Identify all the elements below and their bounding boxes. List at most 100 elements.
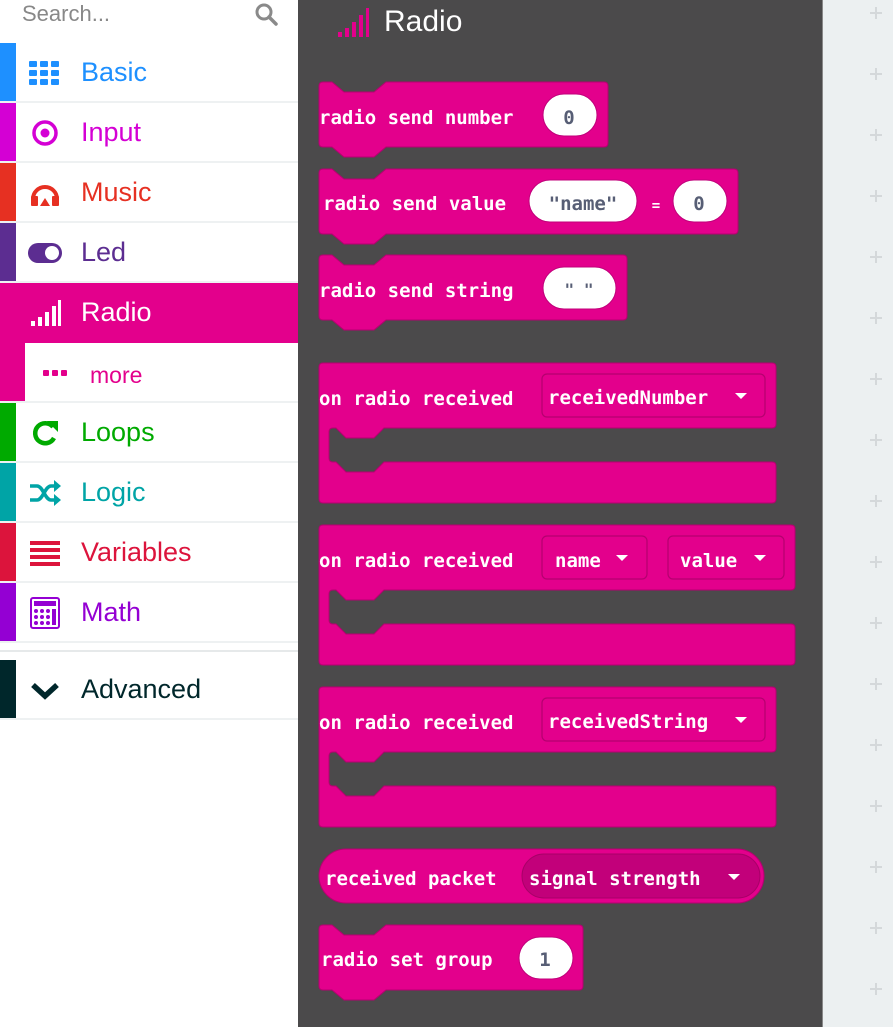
dropdown-arrow-icon: [754, 555, 766, 561]
number-field[interactable]: 0: [563, 107, 574, 129]
grid-marker: [870, 739, 882, 751]
block-label: radio send number: [319, 107, 513, 129]
category-color-bar: [0, 223, 16, 281]
search-icon[interactable]: [254, 2, 278, 26]
flyout-header: Radio: [336, 4, 462, 40]
category-color-bar: [0, 103, 16, 161]
equals-label: =: [652, 198, 660, 214]
category-label: Input: [81, 117, 142, 147]
block-label: on radio received: [319, 388, 513, 410]
string-field[interactable]: " ": [565, 280, 594, 299]
packet-property-dropdown[interactable]: signal strength: [529, 868, 701, 890]
toggle-icon: [28, 239, 62, 267]
dropdown-arrow-icon: [735, 717, 747, 723]
block-radio-set-group[interactable]: radio set group 1: [318, 924, 584, 1001]
category-advanced[interactable]: Advanced: [0, 660, 298, 720]
signal-bars-icon: [28, 299, 62, 327]
ellipsis-icon: [38, 359, 72, 387]
block-received-packet[interactable]: received packet signal strength: [318, 848, 765, 904]
blocks-canvas: .blk { fill: #E3008C; stroke: #B5006F; s…: [318, 81, 796, 1001]
category-label: Advanced: [81, 674, 202, 704]
category-label: Logic: [81, 477, 146, 507]
grid-marker: [870, 312, 882, 324]
category-radio-more[interactable]: more: [0, 341, 298, 403]
block-label: on radio received: [319, 550, 513, 572]
grid-marker: [870, 434, 882, 446]
block-label: radio send string: [319, 280, 513, 302]
category-led[interactable]: Led: [0, 223, 298, 283]
block-on-radio-received-name-value[interactable]: on radio received name value: [318, 524, 796, 666]
list-icon: [28, 539, 62, 567]
category-color-bar: [0, 341, 25, 401]
category-color-bar: [0, 43, 16, 101]
grid-marker: [870, 983, 882, 995]
flyout-title: Radio: [384, 5, 463, 38]
grid-icon: [28, 59, 62, 87]
headphones-icon: [28, 179, 62, 207]
target-icon: [28, 119, 62, 147]
category-color-bar: [0, 583, 16, 641]
variable-dropdown[interactable]: receivedNumber: [548, 387, 708, 409]
block-on-radio-received-string[interactable]: on radio received receivedString: [318, 686, 777, 828]
category-label: Radio: [81, 297, 152, 327]
dropdown-arrow-icon: [735, 393, 747, 399]
chevron-down-icon: [28, 676, 62, 704]
category-variables[interactable]: Variables: [0, 523, 298, 583]
block-label: on radio received: [319, 712, 513, 734]
shuffle-icon: [28, 479, 62, 507]
block-label: received packet: [325, 868, 497, 890]
category-color-bar: [0, 523, 16, 581]
category-loops[interactable]: Loops: [0, 403, 298, 463]
block-radio-send-number[interactable]: radio send number 0: [318, 81, 609, 158]
group-number-field[interactable]: 1: [539, 949, 550, 971]
grid-marker: [870, 861, 882, 873]
category-color-bar: [0, 660, 16, 718]
name-string-field[interactable]: "name": [549, 193, 618, 215]
category-label: Variables: [81, 537, 192, 567]
category-label: Math: [81, 597, 142, 627]
block-flyout: Radio .blk { fill: #E3008C; stroke: #B50…: [298, 0, 822, 1027]
category-label: Loops: [81, 417, 155, 447]
category-radio[interactable]: Radio: [0, 283, 298, 343]
dropdown-arrow-icon: [616, 555, 628, 561]
dropdown-arrow-icon: [728, 874, 740, 880]
toolbox: Basic Input Music: [0, 0, 298, 1027]
category-input[interactable]: Input: [0, 103, 298, 163]
category-math[interactable]: Math: [0, 583, 298, 643]
category-music[interactable]: Music: [0, 163, 298, 223]
category-basic[interactable]: Basic: [0, 43, 298, 103]
block-on-radio-received-number[interactable]: on radio received receivedNumber: [318, 362, 777, 504]
grid-marker: [870, 495, 882, 507]
value-number-field[interactable]: 0: [693, 193, 704, 215]
workspace-canvas[interactable]: [822, 0, 893, 1027]
value-dropdown[interactable]: value: [680, 550, 737, 572]
search-input[interactable]: [22, 0, 252, 28]
grid-marker: [870, 678, 882, 690]
grid-marker: [870, 7, 882, 19]
signal-bars-icon: [338, 8, 369, 37]
category-color-bar: [0, 463, 16, 521]
grid-marker: [870, 922, 882, 934]
search-bar: [0, 0, 298, 43]
block-radio-send-string[interactable]: radio send string " ": [318, 254, 628, 331]
block-label: radio send value: [323, 193, 506, 215]
category-logic[interactable]: Logic: [0, 463, 298, 523]
refresh-icon: [28, 419, 62, 447]
category-label: Led: [81, 237, 127, 267]
grid-marker: [870, 373, 882, 385]
toolbox-separator: [0, 650, 298, 652]
name-dropdown[interactable]: name: [555, 550, 601, 572]
category-label: Basic: [81, 57, 148, 87]
variable-dropdown[interactable]: receivedString: [548, 711, 708, 733]
grid-marker: [870, 617, 882, 629]
grid-marker: [870, 556, 882, 568]
category-color-bar: [0, 163, 16, 221]
grid-marker: [870, 190, 882, 202]
grid-marker: [870, 251, 882, 263]
grid-marker: [870, 68, 882, 80]
category-color-bar: [0, 403, 16, 461]
calculator-icon: [28, 597, 62, 629]
category-color-bar: [0, 283, 16, 341]
block-radio-send-value[interactable]: radio send value "name" = 0: [318, 168, 739, 245]
grid-marker: [870, 129, 882, 141]
